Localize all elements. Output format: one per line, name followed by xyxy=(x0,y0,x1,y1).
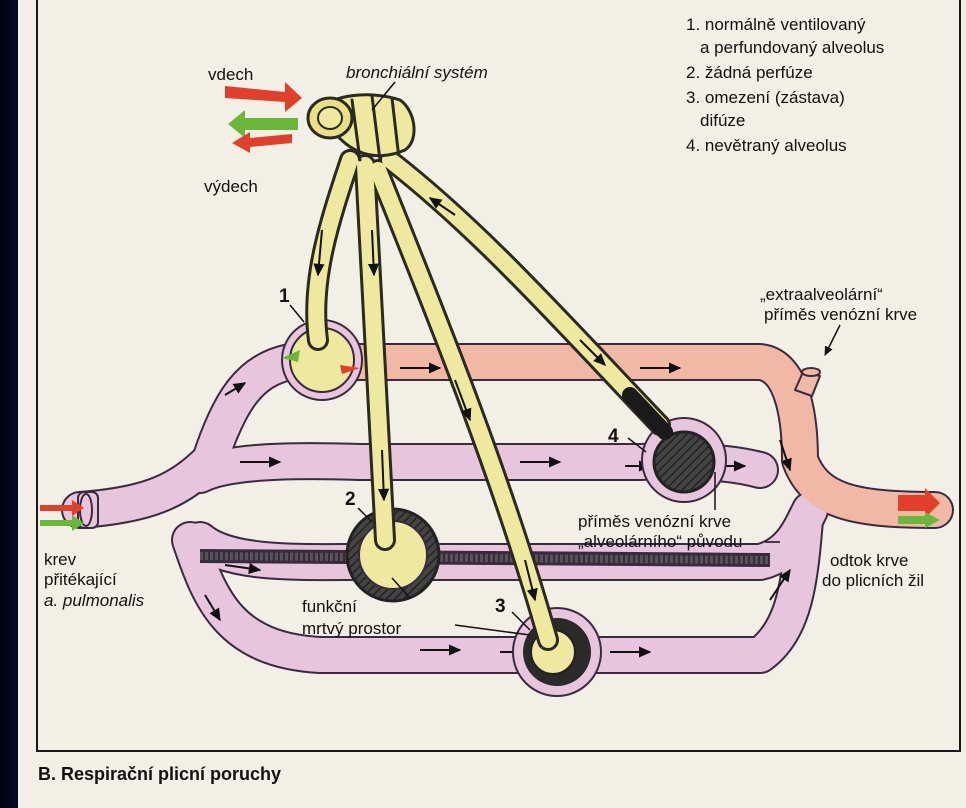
legend-item-1-line-2: a perfundovaný alveolus xyxy=(700,38,884,57)
legend-item-4: 4. nevětraný alveolus xyxy=(686,136,847,155)
legend-item-1-line-1: 1. normálně ventilovaný xyxy=(686,15,866,34)
label-extra-alveolar-1: „extraalveolární“ xyxy=(760,285,883,304)
label-inhale: vdech xyxy=(208,65,253,84)
label-inflow-2: přitékající xyxy=(44,570,117,589)
number-2: 2 xyxy=(345,489,356,510)
legend-item-3-line-2: difúze xyxy=(700,111,745,130)
alveolus-diffusion-block xyxy=(513,608,601,696)
label-dead-space-2: mrtvý prostor xyxy=(302,619,402,638)
label-venous-admix-1: příměs venózní krve xyxy=(578,512,731,531)
figure-caption: B. Respirační plicní poruchy xyxy=(38,764,281,784)
number-3: 3 xyxy=(495,596,506,617)
legend-item-3-line-1: 3. omezení (zástava) xyxy=(686,88,845,107)
label-extra-alveolar-2: příměs venózní krve xyxy=(764,305,917,324)
legend: 1. normálně ventilovaný a perfundovaný a… xyxy=(686,15,884,155)
label-dead-space-1: funkční xyxy=(302,597,357,616)
legend-item-2: 2. žádná perfúze xyxy=(686,63,813,82)
label-inflow-1: krev xyxy=(44,550,77,569)
label-exhale: výdech xyxy=(204,177,258,196)
label-venous-admix-2: „alveolárního“ původu xyxy=(578,532,742,551)
label-bronchial-system: bronchiální systém xyxy=(346,63,488,82)
label-outflow-1: odtok krve xyxy=(830,551,908,570)
label-outflow-2: do plicních žil xyxy=(822,571,924,590)
number-4: 4 xyxy=(608,426,619,447)
number-1: 1 xyxy=(279,286,290,307)
label-inflow-3: a. pulmonalis xyxy=(44,591,145,610)
